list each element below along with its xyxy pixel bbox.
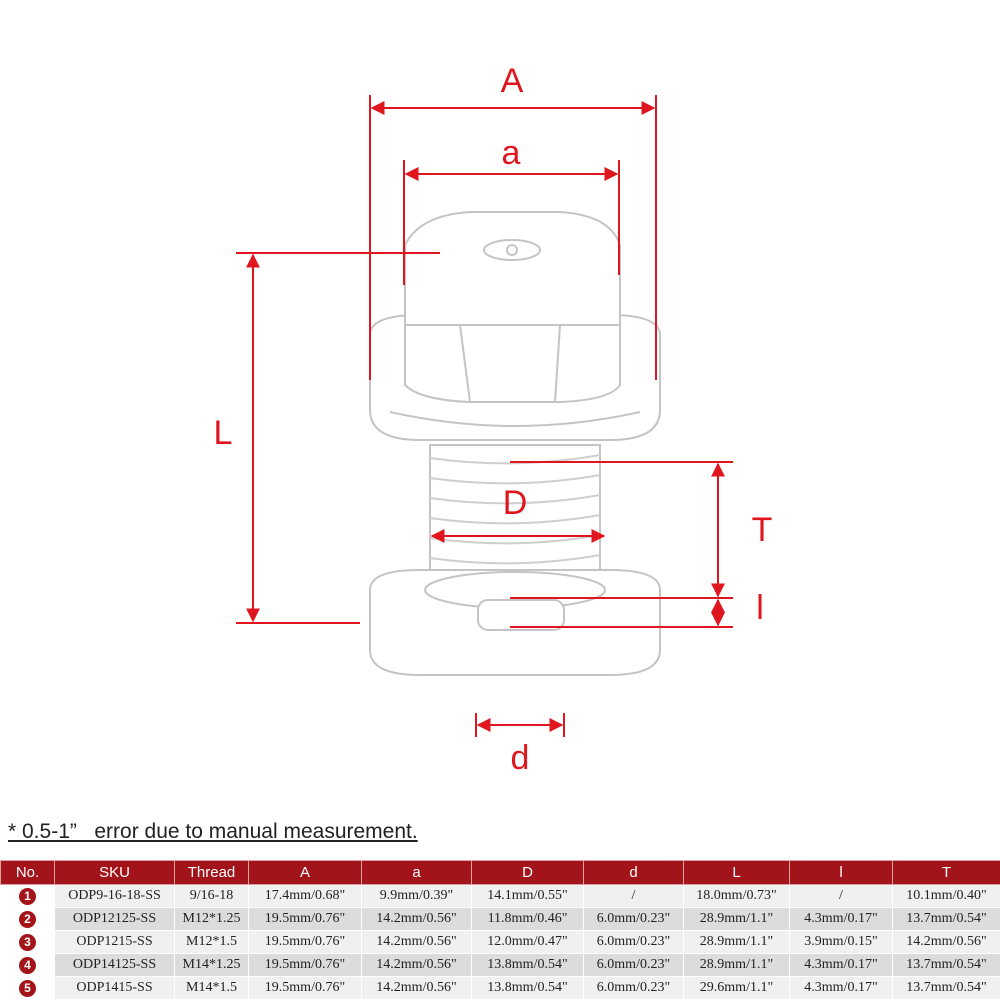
cell-t-upper: 13.7mm/0.54" bbox=[892, 953, 1000, 977]
header-cell: T bbox=[892, 860, 1000, 885]
cell-thread: 9/16-18 bbox=[174, 884, 249, 908]
cell-thread: M14*1.25 bbox=[174, 953, 249, 977]
cell-d: / bbox=[583, 884, 684, 908]
dimension-label-T: T bbox=[752, 511, 773, 549]
dimension-label-a: a bbox=[502, 134, 521, 172]
row-number-badge: 2 bbox=[19, 910, 36, 928]
cell-thread: M14*1.5 bbox=[174, 976, 249, 1000]
cell-d-upper: 12.0mm/0.47" bbox=[471, 930, 584, 954]
cell-l-upper: 28.9mm/1.1" bbox=[683, 907, 790, 931]
spec-table-header: No. SKU Thread A a D d L l T bbox=[0, 860, 1000, 885]
cell-d-upper: 11.8mm/0.46" bbox=[471, 907, 584, 931]
cell-l-upper: 18.0mm/0.73" bbox=[683, 884, 790, 908]
row-number-badge: 1 bbox=[19, 887, 36, 905]
cell-l: 3.9mm/0.15" bbox=[789, 930, 893, 954]
cell-sku: ODP9-16-18-SS bbox=[54, 884, 175, 908]
header-cell: D bbox=[471, 860, 584, 885]
cell-sku: ODP1215-SS bbox=[54, 930, 175, 954]
cell-a: 14.2mm/0.56" bbox=[361, 907, 472, 931]
cell-a-upper: 19.5mm/0.76" bbox=[248, 930, 362, 954]
cell-a: 14.2mm/0.56" bbox=[361, 976, 472, 1000]
row-number-badge: 3 bbox=[19, 933, 36, 951]
cell-t-upper: 13.7mm/0.54" bbox=[892, 907, 1000, 931]
cell-l: / bbox=[789, 884, 893, 908]
cell-l-upper: 28.9mm/1.1" bbox=[683, 930, 790, 954]
header-cell: SKU bbox=[54, 860, 175, 885]
cell-d: 6.0mm/0.23" bbox=[583, 907, 684, 931]
header-cell: d bbox=[583, 860, 684, 885]
cell-d-upper: 13.8mm/0.54" bbox=[471, 976, 584, 1000]
cell-sku: ODP14125-SS bbox=[54, 953, 175, 977]
bolt-dimension-diagram: A a L D T l d bbox=[214, 62, 773, 777]
cell-d: 6.0mm/0.23" bbox=[583, 953, 684, 977]
dimension-lines bbox=[236, 95, 733, 737]
cell-l: 4.3mm/0.17" bbox=[789, 953, 893, 977]
cell-d: 6.0mm/0.23" bbox=[583, 976, 684, 1000]
spec-table: No. SKU Thread A a D d L l T 1 ODP9-16-18… bbox=[0, 860, 1000, 1000]
row-number-cell: 4 bbox=[0, 953, 55, 977]
header-cell: Thread bbox=[174, 860, 249, 885]
cell-a-upper: 19.5mm/0.76" bbox=[248, 907, 362, 931]
cell-t-upper: 14.2mm/0.56" bbox=[892, 930, 1000, 954]
cell-thread: M12*1.25 bbox=[174, 907, 249, 931]
cell-a: 14.2mm/0.56" bbox=[361, 930, 472, 954]
cell-a-upper: 19.5mm/0.76" bbox=[248, 953, 362, 977]
cell-d-upper: 13.8mm/0.54" bbox=[471, 953, 584, 977]
cell-sku: ODP12125-SS bbox=[54, 907, 175, 931]
row-number-cell: 2 bbox=[0, 907, 55, 931]
row-number-cell: 3 bbox=[0, 930, 55, 954]
cell-a-upper: 19.5mm/0.76" bbox=[248, 976, 362, 1000]
header-cell: l bbox=[789, 860, 893, 885]
cell-t-upper: 10.1mm/0.40" bbox=[892, 884, 1000, 908]
row-number-badge: 5 bbox=[19, 979, 36, 997]
cell-a-upper: 17.4mm/0.68" bbox=[248, 884, 362, 908]
cell-d-upper: 14.1mm/0.55" bbox=[471, 884, 584, 908]
cell-d: 6.0mm/0.23" bbox=[583, 930, 684, 954]
measurement-note: * 0.5-1” error due to manual measurement… bbox=[8, 820, 418, 843]
dimension-label-D: D bbox=[503, 484, 528, 522]
header-cell: L bbox=[683, 860, 790, 885]
cell-a: 14.2mm/0.56" bbox=[361, 953, 472, 977]
cell-thread: M12*1.5 bbox=[174, 930, 249, 954]
bolt-drawing bbox=[369, 211, 661, 676]
cell-sku: ODP1415-SS bbox=[54, 976, 175, 1000]
cell-a: 9.9mm/0.39" bbox=[361, 884, 472, 908]
row-number-cell: 1 bbox=[0, 884, 55, 908]
row-number-cell: 5 bbox=[0, 976, 55, 1000]
header-cell: A bbox=[248, 860, 362, 885]
dimension-label-A: A bbox=[501, 62, 524, 100]
header-cell: No. bbox=[0, 860, 55, 885]
dimension-label-l: l bbox=[756, 589, 764, 627]
cell-l-upper: 28.9mm/1.1" bbox=[683, 953, 790, 977]
header-cell: a bbox=[361, 860, 472, 885]
dimension-label-L: L bbox=[214, 414, 233, 452]
cell-t-upper: 13.7mm/0.54" bbox=[892, 976, 1000, 1000]
dimension-label-d: d bbox=[511, 739, 530, 777]
row-number-badge: 4 bbox=[19, 956, 36, 974]
cell-l: 4.3mm/0.17" bbox=[789, 907, 893, 931]
cell-l-upper: 29.6mm/1.1" bbox=[683, 976, 790, 1000]
cell-l: 4.3mm/0.17" bbox=[789, 976, 893, 1000]
